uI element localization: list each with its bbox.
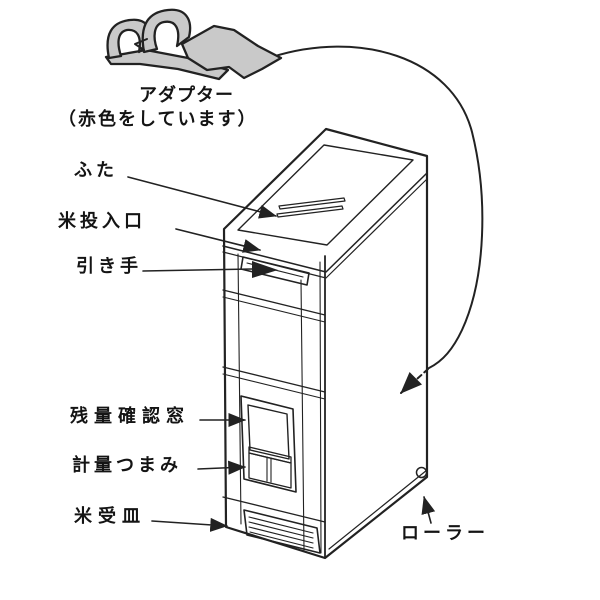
- leader-rice-inlet: [175, 228, 261, 253]
- adapter-attach-curve-arrow: [271, 45, 484, 394]
- pull-handle-arrow: [252, 261, 278, 278]
- base-edge: [328, 469, 428, 550]
- label-rice-inlet: 米投入口: [58, 211, 146, 232]
- label-measuring-knob: 計量つまみ: [72, 455, 182, 476]
- label-rice-tray: 米受皿: [74, 506, 146, 527]
- adapter-detail-chevron: [134, 38, 148, 51]
- lid-skirt-edge: [222, 172, 428, 273]
- leader-lid: [127, 176, 277, 219]
- remaining-amount-window: [247, 404, 290, 460]
- lid-grip-bar: [276, 205, 344, 218]
- roller-wheel: [415, 466, 428, 479]
- leader-measuring-knob: [197, 460, 246, 475]
- measuring-knob: [248, 446, 292, 489]
- lid-grip-bar: [278, 197, 346, 210]
- pull-handle-slot: [240, 256, 310, 286]
- label-lid: ふた: [74, 160, 118, 181]
- leader-pull-handle: [142, 268, 253, 272]
- lid-inner-outline: [237, 144, 414, 246]
- label-remaining-window: 残量確認窓: [70, 406, 190, 427]
- label-roller: ローラー: [401, 523, 489, 544]
- label-adapter-note: （赤色をしています）: [58, 109, 258, 130]
- adapter-clip: [104, 8, 283, 81]
- label-adapter: アダプター: [139, 85, 234, 106]
- adapter-arch-right: [141, 8, 192, 54]
- leader-lines: [127, 176, 436, 532]
- rice-tray: [243, 509, 321, 554]
- panel-outline: [240, 395, 297, 493]
- leader-rice-tray: [151, 517, 228, 532]
- adapter-plate: [180, 24, 283, 80]
- label-pull-handle: 引き手: [76, 256, 142, 277]
- inspection-panel: [240, 395, 297, 493]
- leader-roller: [421, 496, 436, 524]
- adapter-base-rail: [104, 48, 230, 81]
- front-face-details: [222, 253, 326, 551]
- front-right-inner-edge: [319, 261, 322, 554]
- dispenser-body: [222, 127, 429, 560]
